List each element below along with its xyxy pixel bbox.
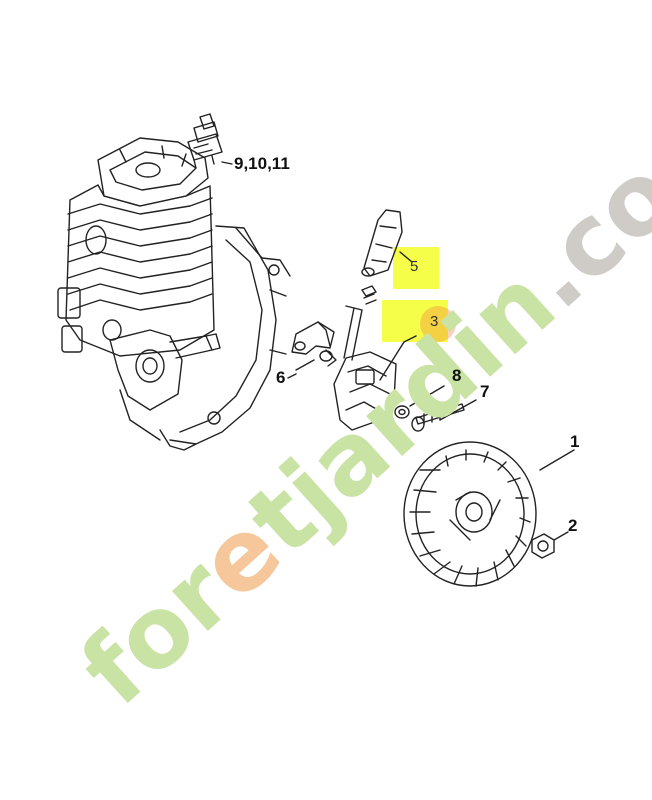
flywheel <box>403 441 575 587</box>
callout-6: 6 <box>276 368 286 387</box>
callout-1: 1 <box>570 432 580 451</box>
watermark-text-f: foretjardin.com <box>60 69 652 728</box>
spring <box>361 285 377 305</box>
spark-plug-boot <box>361 209 413 277</box>
screw <box>411 399 477 432</box>
cylinder-assembly <box>57 137 291 451</box>
watermark: foretjardin.com <box>60 69 652 728</box>
spark-plug <box>187 113 233 169</box>
callout-5: 5 <box>410 258 419 275</box>
washer <box>394 385 445 419</box>
callout-2: 2 <box>568 516 578 535</box>
nut <box>531 531 569 559</box>
callout-3: 3 <box>430 313 439 330</box>
ignition-module <box>333 305 417 431</box>
callout-9-10-11: 9,10,11 <box>234 154 290 173</box>
highlight-part-5 <box>393 247 439 289</box>
callout-8: 8 <box>452 366 462 385</box>
callout-7: 7 <box>480 382 490 401</box>
marker-circle <box>420 306 456 342</box>
highlight-part-3 <box>382 300 448 342</box>
wire-bracket <box>291 321 337 371</box>
